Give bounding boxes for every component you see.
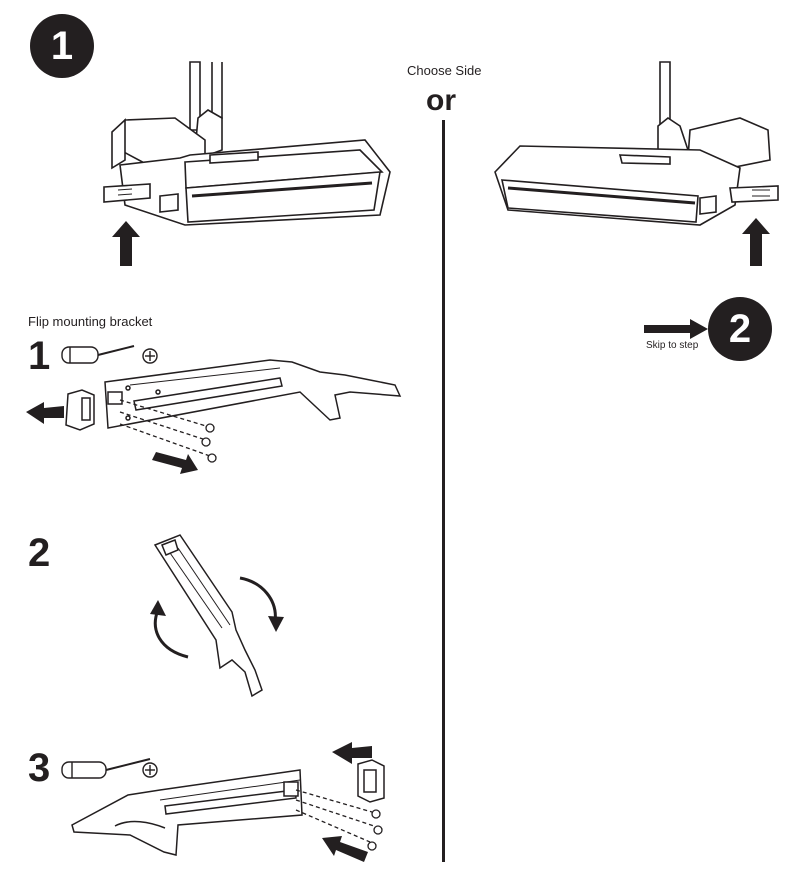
clip-part-illustration bbox=[65, 389, 95, 431]
arrow-left-icon bbox=[332, 742, 372, 764]
skip-to-step-label: Skip to step bbox=[646, 340, 699, 351]
bracket-rotating-illustration bbox=[153, 534, 263, 698]
step-1-number: 1 bbox=[50, 23, 74, 68]
substep-2-number: 2 bbox=[28, 531, 51, 575]
screwdriver-icon bbox=[61, 345, 135, 364]
arrow-down-right-icon bbox=[152, 452, 198, 474]
arrow-up-icon bbox=[112, 221, 140, 266]
screws-illustration bbox=[295, 789, 383, 851]
center-divider bbox=[442, 120, 445, 862]
keyboard-tray-left-illustration bbox=[103, 61, 391, 226]
keyboard-tray-right-illustration bbox=[494, 61, 779, 226]
bracket-flat-illustration bbox=[104, 359, 402, 429]
choose-side-label: Choose Side bbox=[407, 63, 482, 78]
rotate-icon bbox=[150, 576, 284, 659]
skip-step-2-badge[interactable]: 2 bbox=[708, 297, 772, 361]
screws-illustration bbox=[119, 399, 217, 463]
bracket-mounted-illustration bbox=[71, 769, 303, 856]
substep-3-number: 3 bbox=[28, 746, 51, 790]
clip-part-illustration bbox=[357, 759, 385, 803]
arrow-right-icon bbox=[644, 319, 708, 339]
flip-bracket-subtitle: Flip mounting bracket bbox=[28, 314, 153, 329]
phillips-head-icon bbox=[142, 762, 158, 778]
or-label: or bbox=[426, 84, 456, 117]
step-1-badge: 1 bbox=[30, 14, 94, 78]
skip-step-number: 2 bbox=[728, 306, 752, 351]
phillips-head-icon bbox=[142, 348, 158, 364]
arrow-up-icon bbox=[742, 218, 770, 266]
substep-1-number: 1 bbox=[28, 334, 51, 378]
arrow-left-icon bbox=[26, 402, 64, 424]
arrow-up-left-icon bbox=[322, 836, 368, 862]
screwdriver-icon bbox=[61, 758, 151, 779]
